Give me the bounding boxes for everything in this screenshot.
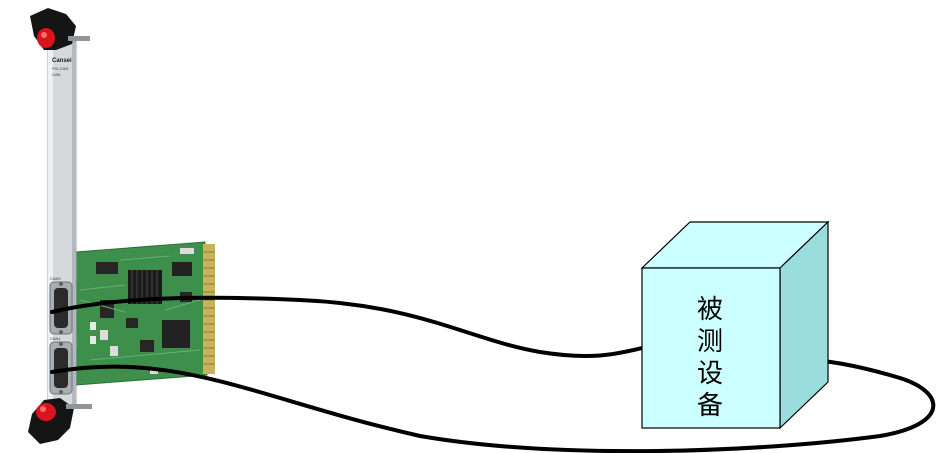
cube-front-face (641, 267, 781, 429)
cable-top (50, 295, 648, 359)
device-label: 被 测 设 备 (697, 295, 723, 421)
red-release-button (36, 403, 56, 421)
db9-connector-top: CAN0 (49, 276, 73, 335)
pxi-card: Cansei PXI-CAN CAN CAN0 (28, 8, 215, 444)
device-under-test-cube: 被 测 设 备 (640, 220, 830, 430)
ic-chip (140, 340, 154, 352)
device-label-char: 备 (697, 391, 723, 421)
ic-chip (172, 262, 192, 276)
cables (50, 295, 936, 453)
cable-bottom (50, 357, 936, 453)
connector-label-bottom: CAN1 (50, 336, 61, 341)
ic-chip (96, 262, 118, 274)
red-release-button (37, 28, 55, 48)
brand-label: Cansei (52, 58, 72, 64)
ic-chip (162, 320, 190, 348)
top-ejector-handle (30, 8, 90, 50)
device-label-char: 设 (697, 359, 723, 389)
device-label-char: 测 (697, 327, 723, 357)
bottom-ejector-handle (28, 398, 92, 444)
device-label-char: 被 (697, 295, 723, 325)
small-label: CAN (52, 72, 61, 77)
circuit-board (75, 241, 215, 386)
ic-chip (126, 318, 138, 328)
connector-label-top: CAN0 (50, 276, 61, 281)
db9-connector-bottom: CAN1 (49, 336, 73, 395)
model-label: PXI-CAN (52, 66, 68, 71)
